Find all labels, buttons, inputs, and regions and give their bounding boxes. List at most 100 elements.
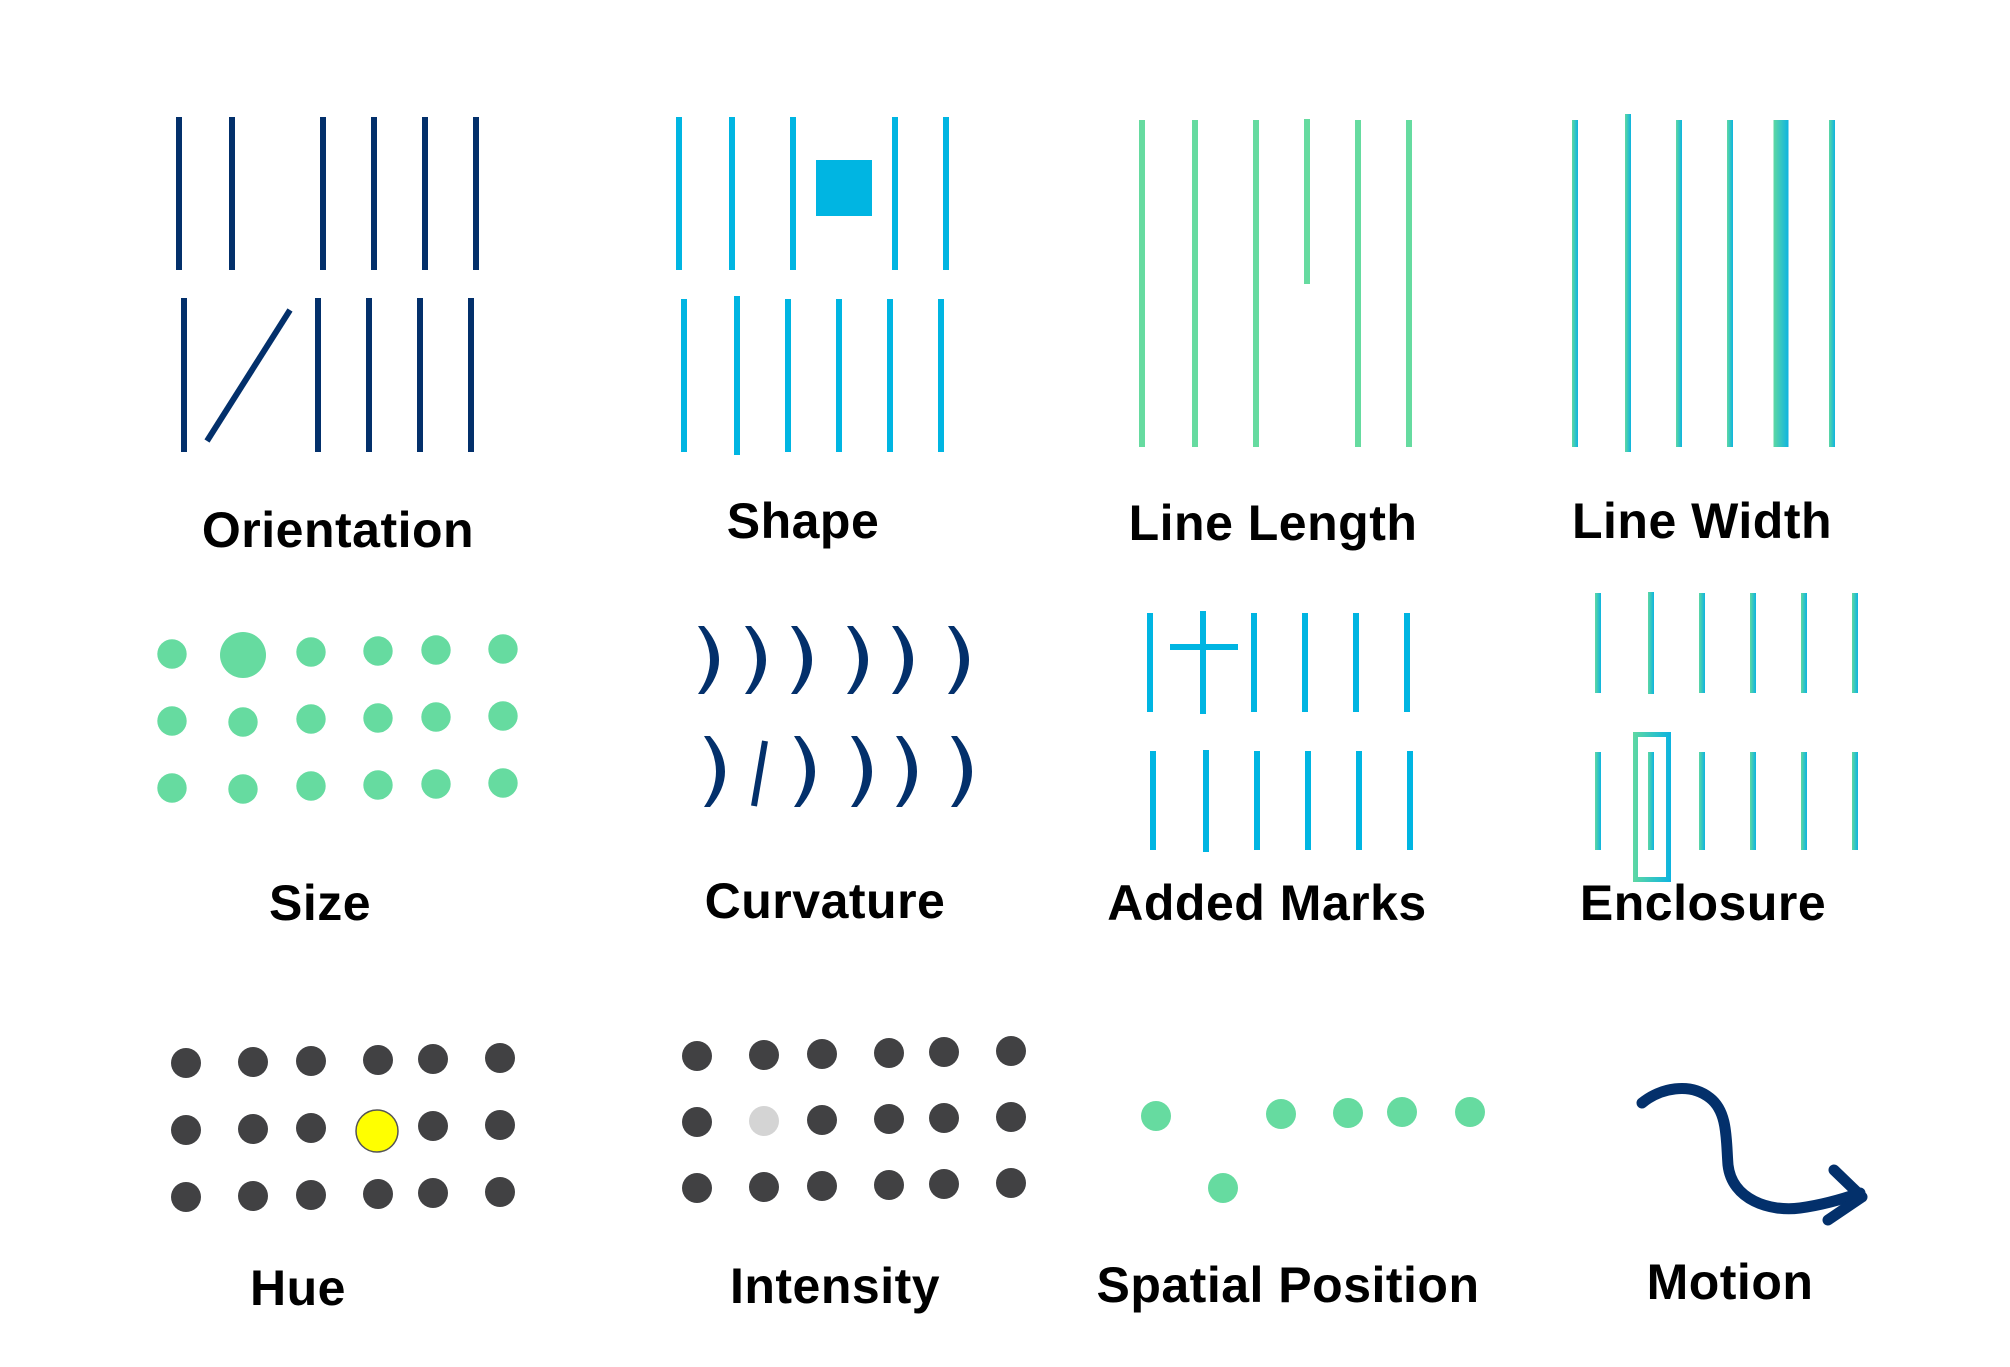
panel-motion	[1636, 1083, 1868, 1226]
line-mark	[320, 117, 326, 270]
line-mark	[1676, 120, 1682, 447]
arc-mark	[794, 736, 815, 807]
arc-mark	[745, 626, 766, 694]
line-mark	[1852, 752, 1858, 850]
curved-arrow-icon	[1636, 1083, 1866, 1215]
dot-mark	[1387, 1097, 1417, 1127]
line-mark	[887, 299, 893, 452]
line-mark	[371, 117, 377, 270]
straight-slash-mark	[751, 740, 768, 807]
dot-mark	[421, 769, 451, 799]
line-mark	[1355, 120, 1361, 447]
dot-mark	[363, 703, 393, 733]
dot-mark	[296, 1046, 326, 1076]
arc-mark	[791, 626, 812, 694]
dot-mark	[157, 773, 187, 803]
label-size: Size	[269, 875, 371, 931]
line-mark	[676, 117, 682, 270]
arc-mark	[698, 626, 719, 694]
dot-mark	[874, 1104, 904, 1134]
dot-mark	[749, 1040, 779, 1070]
line-mark	[1203, 750, 1209, 852]
panel-enclosure	[1595, 592, 1858, 882]
panel-added-marks	[1147, 611, 1413, 852]
line-mark	[1253, 120, 1259, 447]
arc-mark	[704, 736, 725, 807]
line-mark	[1648, 752, 1654, 850]
dot-mark	[996, 1168, 1026, 1198]
dot-mark	[171, 1115, 201, 1145]
line-mark	[729, 117, 735, 270]
arc-mark	[951, 736, 972, 807]
dot-mark	[488, 768, 518, 798]
yellow-dot-mark	[355, 1109, 399, 1153]
panel-intensity	[682, 1036, 1026, 1203]
line-mark	[1251, 613, 1257, 712]
line-mark	[681, 299, 687, 452]
line-mark	[790, 117, 796, 270]
dot-mark	[418, 1178, 448, 1208]
dot-mark	[749, 1172, 779, 1202]
dot-mark	[157, 639, 187, 669]
dot-mark	[418, 1044, 448, 1074]
dot-mark	[1455, 1097, 1485, 1127]
dot-mark	[1141, 1101, 1171, 1131]
dot-mark	[363, 1179, 393, 1209]
cross-bar-mark	[1170, 644, 1238, 650]
line-mark	[1192, 120, 1198, 447]
dot-mark	[296, 704, 326, 734]
line-mark	[1595, 752, 1601, 850]
dot-mark	[363, 1045, 393, 1075]
line-mark	[1200, 611, 1206, 714]
dot-mark	[421, 702, 451, 732]
label-spatial-position: Spatial Position	[1096, 1257, 1479, 1313]
arrowhead-icon	[1822, 1164, 1868, 1226]
arc-mark	[847, 626, 868, 694]
line-mark	[785, 299, 791, 452]
enclosure-rectangle-mark	[1633, 732, 1671, 882]
line-mark	[734, 296, 740, 455]
line-mark	[1801, 593, 1807, 693]
line-mark	[1852, 593, 1858, 693]
panel-line-length	[1139, 119, 1412, 447]
line-mark	[1727, 120, 1733, 447]
dot-mark	[1266, 1099, 1296, 1129]
label-intensity: Intensity	[730, 1258, 940, 1314]
dot-mark	[296, 637, 326, 667]
line-mark	[836, 299, 842, 452]
dot-mark	[171, 1182, 201, 1212]
label-orientation: Orientation	[202, 502, 474, 558]
line-mark	[1356, 751, 1362, 850]
dot-mark	[485, 1043, 515, 1073]
line-mark	[1750, 593, 1756, 693]
square-mark	[816, 160, 872, 216]
line-mark	[181, 298, 187, 452]
line-mark	[943, 117, 949, 270]
label-hue: Hue	[250, 1260, 346, 1316]
panel-spatial-position	[1141, 1097, 1485, 1203]
arc-mark	[851, 736, 872, 807]
line-mark	[1699, 752, 1705, 850]
line-mark	[1254, 751, 1260, 850]
light-dot-mark	[749, 1106, 779, 1136]
panel-hue	[171, 1043, 515, 1212]
line-mark	[1829, 120, 1835, 447]
dot-mark	[238, 1181, 268, 1211]
dot-mark	[929, 1103, 959, 1133]
dot-mark	[157, 706, 187, 736]
line-mark	[1150, 751, 1156, 850]
dot-mark	[363, 636, 393, 666]
line-mark	[1750, 752, 1756, 850]
dot-mark	[807, 1039, 837, 1069]
line-mark	[417, 298, 423, 452]
dot-mark	[682, 1107, 712, 1137]
thick-line-mark	[1773, 120, 1789, 447]
tilted-line-mark	[204, 308, 293, 443]
line-mark	[1302, 613, 1308, 712]
line-mark	[1404, 613, 1410, 712]
label-curvature: Curvature	[705, 873, 946, 929]
panel-shape	[676, 117, 949, 455]
arc-mark	[948, 626, 969, 694]
panel-size	[157, 632, 518, 804]
